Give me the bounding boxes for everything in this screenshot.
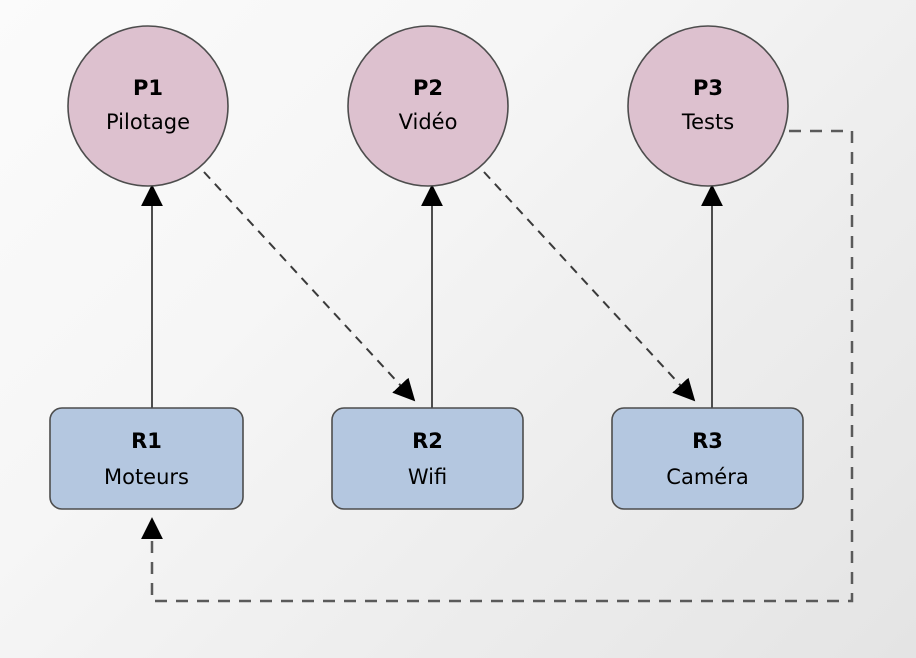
process-name-label: Pilotage <box>106 110 190 134</box>
resource-node-r1[interactable]: R1 Moteurs <box>49 407 244 510</box>
edge-line <box>483 171 696 402</box>
process-name-label: Vidéo <box>399 110 458 134</box>
process-code-label: P1 <box>133 76 163 100</box>
process-code-label: P3 <box>693 76 723 100</box>
resource-code-label: R2 <box>412 429 443 453</box>
process-node-p2[interactable]: P2 Vidéo <box>347 25 509 187</box>
resource-code-label: R1 <box>131 429 162 453</box>
edge-layer <box>141 129 854 603</box>
process-name-label: Tests <box>681 110 734 134</box>
process-node-p3[interactable]: P3 Tests <box>627 25 789 187</box>
edge-line <box>203 171 416 402</box>
process-node-p1[interactable]: P1 Pilotage <box>67 25 229 187</box>
resource-node-r3[interactable]: R3 Caméra <box>611 407 804 510</box>
resource-box <box>331 407 524 510</box>
resource-name-label: Caméra <box>666 465 748 489</box>
process-circle <box>67 25 229 187</box>
resource-code-label: R3 <box>692 429 723 453</box>
resource-box <box>49 407 244 510</box>
edge-line <box>141 129 854 603</box>
resource-box <box>611 407 804 510</box>
edge-p1-to-r2[interactable] <box>203 171 416 402</box>
resource-name-label: Moteurs <box>104 465 189 489</box>
process-code-label: P2 <box>413 76 443 100</box>
resource-node-r2[interactable]: R2 Wifi <box>331 407 524 510</box>
process-circle <box>347 25 509 187</box>
edge-p3-to-r1[interactable] <box>141 129 854 603</box>
process-circle <box>627 25 789 187</box>
resource-name-label: Wifi <box>408 465 447 489</box>
edge-p2-to-r3[interactable] <box>483 171 696 402</box>
